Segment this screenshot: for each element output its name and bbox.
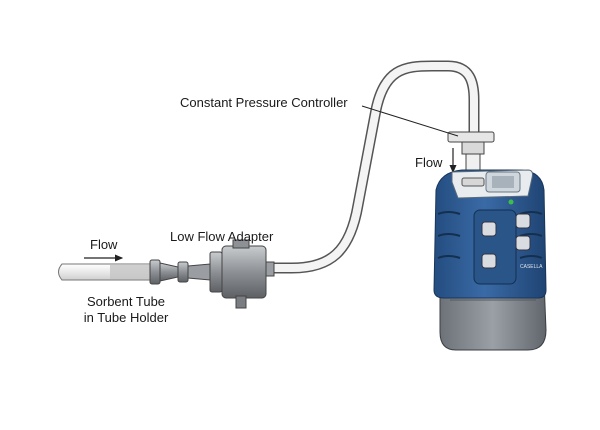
pump-button-3 [481, 253, 497, 269]
label-sorbent-tube: Sorbent Tube in Tube Holder [80, 294, 172, 326]
label-sorbent-line-1: Sorbent Tube [86, 294, 166, 309]
label-sorbent-line-2: in Tube Holder [83, 310, 169, 325]
label-low-flow-adapter: Low Flow Adapter [170, 229, 274, 244]
label-flow-left: Flow [90, 237, 118, 252]
pump-button-2 [515, 235, 531, 251]
sampling-pump: CASELLA [433, 169, 547, 351]
tube-holder [149, 259, 211, 285]
low-flow-adapter [209, 239, 275, 309]
sample-tubing [265, 60, 480, 274]
controller-leader-line [361, 105, 459, 137]
label-flow-top: Flow [415, 155, 443, 170]
label-constant-pressure-controller: Constant Pressure Controller [180, 95, 348, 110]
status-led [508, 199, 514, 205]
pump-button-1 [481, 221, 497, 237]
pump-button-4 [515, 213, 531, 229]
sorbent-tube [58, 263, 151, 281]
brand-logo: CASELLA [520, 264, 543, 270]
